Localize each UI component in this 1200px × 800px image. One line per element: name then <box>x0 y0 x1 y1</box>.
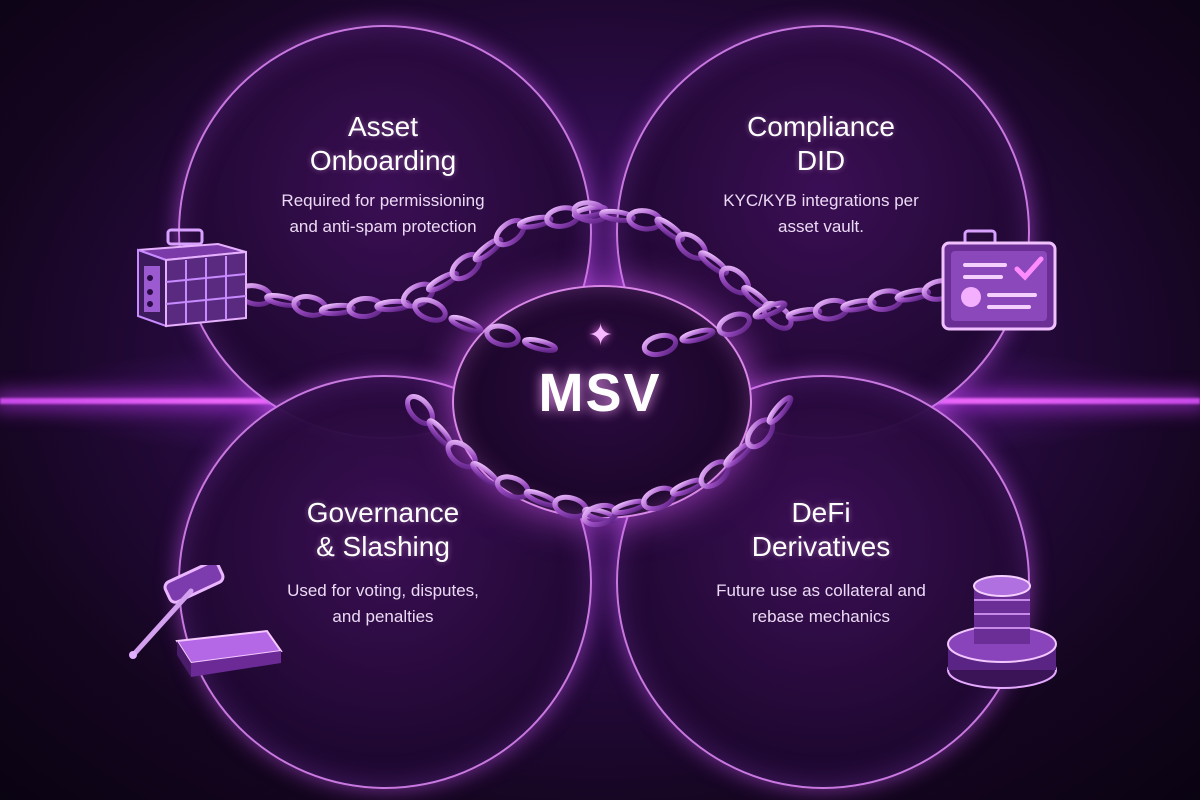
node-desc-asset-onboarding: Required for permissioning and anti-spam… <box>222 188 544 240</box>
chain-link <box>641 485 677 512</box>
chain-link <box>400 281 436 309</box>
chain-link <box>521 337 559 353</box>
vault-icon <box>137 228 247 328</box>
node-title-line: Governance <box>306 497 460 528</box>
node-title-line: Compliance <box>747 111 895 142</box>
chain-link <box>472 236 504 263</box>
chain-link <box>318 302 356 317</box>
node-desc-governance-slashing: Used for voting, disputes, and penalties <box>222 578 544 630</box>
chain-link <box>718 265 752 296</box>
node-desc-defi-derivatives: Future use as collateral and rebase mech… <box>660 578 982 630</box>
center-label: MSV <box>538 363 662 423</box>
chain-link <box>867 288 904 313</box>
chain-link <box>698 250 729 276</box>
chain-link <box>611 498 648 516</box>
chain-link <box>679 327 716 344</box>
chain-link <box>785 306 823 322</box>
chain-link <box>752 300 788 320</box>
node-title-line: & Slashing <box>316 531 450 562</box>
sparkle-icon: ✦ <box>588 319 614 352</box>
node-desc-line: and anti-spam protection <box>289 217 477 236</box>
chain-link <box>412 297 448 323</box>
node-title-line: Asset <box>347 111 419 142</box>
chain-link <box>894 287 932 303</box>
chain-link <box>484 323 521 348</box>
chain-link <box>516 214 554 230</box>
node-desc-line: and penalties <box>332 607 434 626</box>
node-desc-line: Used for voting, disputes, <box>287 581 479 600</box>
node-title-line: DeFi <box>791 497 851 528</box>
chain-link <box>425 270 460 293</box>
coin-stack-icon <box>947 575 1057 689</box>
chain-link <box>675 231 708 261</box>
chain-link <box>599 208 636 223</box>
chain-link <box>571 200 609 224</box>
chain-link <box>766 395 794 425</box>
node-desc-line: rebase mechanics <box>752 607 890 626</box>
node-title-line: Onboarding <box>309 145 457 176</box>
node-desc-line: Required for permissioning <box>281 191 485 210</box>
chain-link <box>716 311 752 338</box>
id-card-icon <box>941 229 1057 331</box>
chain-link <box>641 332 679 358</box>
node-title-asset-onboarding: Asset Onboarding <box>240 110 526 178</box>
node-desc-compliance-did: KYC/KYB integrations per asset vault. <box>660 188 982 240</box>
node-desc-line: Future use as collateral and <box>716 581 926 600</box>
chain-link <box>654 216 686 243</box>
node-title-line: Derivatives <box>751 531 891 562</box>
node-title-line: DID <box>796 145 846 176</box>
node-title-compliance-did: Compliance DID <box>678 110 964 178</box>
chain-link <box>448 314 484 334</box>
node-desc-line: asset vault. <box>778 217 864 236</box>
chain-link <box>346 295 384 320</box>
chain-link <box>264 292 301 308</box>
chain-link <box>812 297 850 322</box>
chain-link <box>840 298 877 313</box>
node-title-defi-derivatives: DeFi Derivatives <box>678 496 964 564</box>
chain-link <box>582 506 618 524</box>
gavel-icon <box>129 565 283 677</box>
node-desc-line: KYC/KYB integrations per <box>723 191 919 210</box>
node-title-governance-slashing: Governance & Slashing <box>240 496 526 564</box>
chain-link <box>449 252 483 282</box>
